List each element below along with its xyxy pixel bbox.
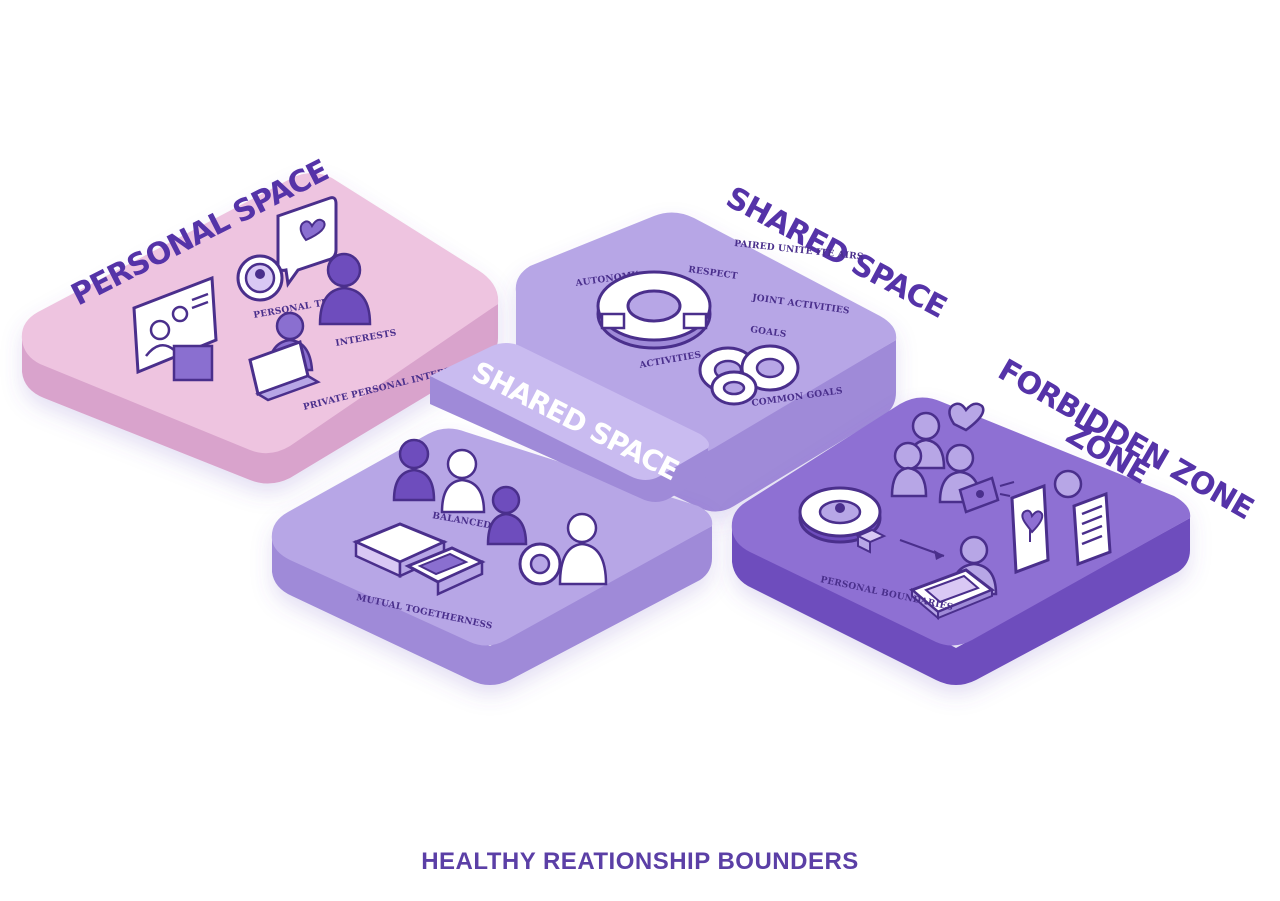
puzzle-blocks-icon: [352, 522, 486, 596]
person-laptop-icon: [248, 311, 321, 402]
arrow-icon: [899, 539, 945, 560]
step-block-top: [430, 343, 709, 480]
shared-space-step-block: [430, 343, 709, 502]
camera-lens-icon: [798, 486, 887, 554]
personal-space-platform: [21, 173, 499, 484]
person-icon: [318, 252, 372, 326]
step-block-side: [430, 376, 708, 502]
watching-person-icon: [938, 443, 1015, 514]
gear-person-icon: [486, 485, 608, 586]
gear-icon: [596, 270, 712, 350]
group-heart-icon: [890, 402, 985, 498]
shared-lower-platform-side: [272, 526, 712, 685]
phone-heart-icon: [1010, 469, 1112, 575]
two-people-icon: [392, 438, 486, 514]
personal-platform-top: [21, 173, 499, 454]
speech-bubble-heart-icon: [236, 196, 338, 302]
diagram-caption: HEALTHY REATIONSHIP BOUNDERS: [421, 848, 859, 875]
forbidden-zone-platform: [731, 397, 1191, 685]
tablet-person-icon: [909, 535, 998, 621]
profile-card-icon: [132, 275, 218, 382]
linked-rings-icon: [698, 344, 800, 406]
forbidden-platform-top: [731, 397, 1191, 646]
forbidden-platform-side: [732, 518, 1190, 685]
